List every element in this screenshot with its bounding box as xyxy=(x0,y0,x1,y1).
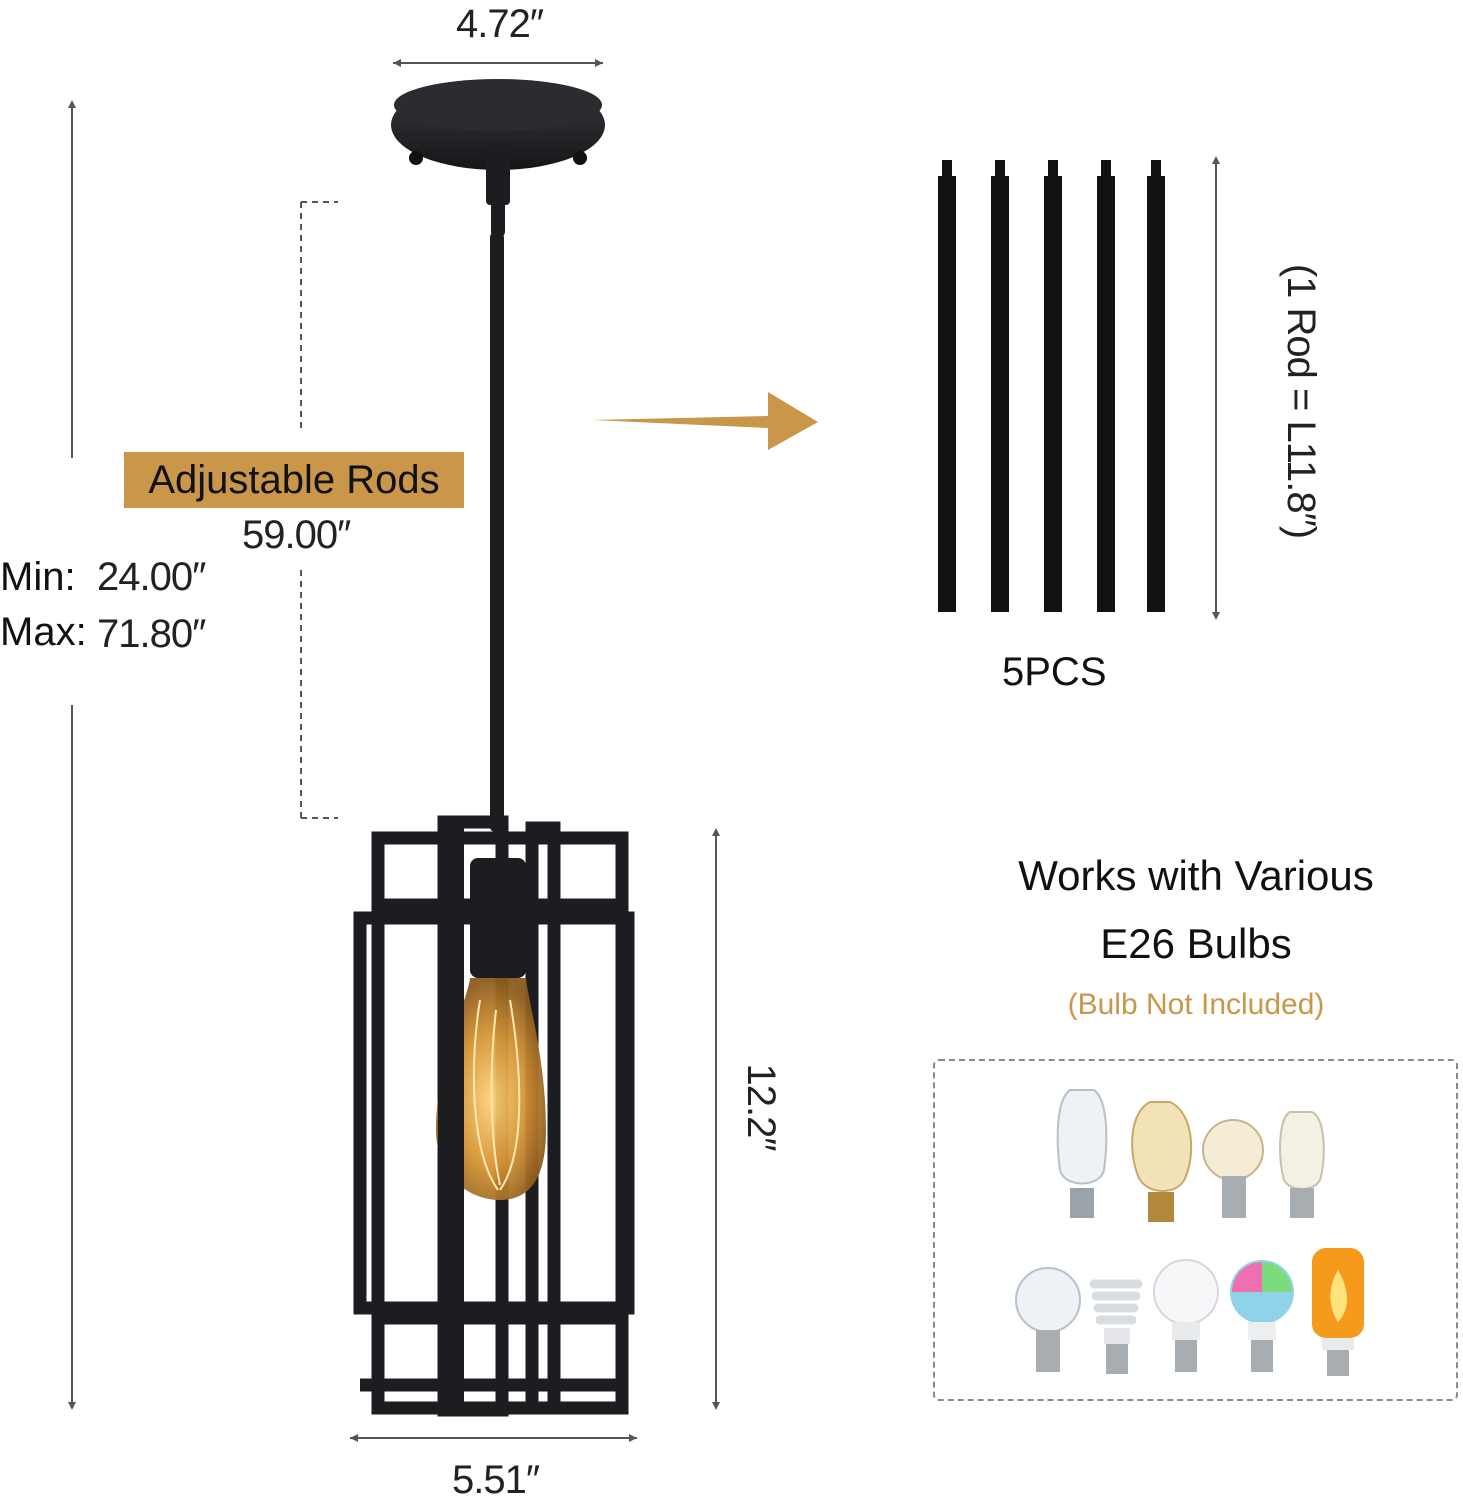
bulb-icon xyxy=(1131,1101,1193,1222)
cage-width-label: 5.51″ xyxy=(452,1458,540,1502)
bulb-icon xyxy=(1153,1259,1219,1372)
rod-count-label: 5PCS xyxy=(1002,650,1107,694)
cage-height-label: 12.2″ xyxy=(739,1063,783,1151)
max-value: 71.80″ xyxy=(97,612,206,656)
cage-height-line xyxy=(712,828,720,1410)
cage-front-bar xyxy=(438,822,464,1410)
bulb-icon xyxy=(1230,1260,1294,1372)
bulb-socket xyxy=(470,858,526,978)
rod-length-line xyxy=(1212,156,1220,620)
bulb-icon xyxy=(1015,1267,1081,1372)
rod-set xyxy=(938,160,1165,612)
max-label: Max: xyxy=(0,610,87,654)
bulb-icon xyxy=(1089,1279,1143,1374)
rod-total-label: 59.00″ xyxy=(242,513,351,557)
bulb-icon xyxy=(1202,1119,1264,1218)
downrod xyxy=(490,232,504,832)
rod-bracket-dashed xyxy=(300,201,338,819)
bulb-examples-box xyxy=(933,1059,1458,1401)
canopy-width-line xyxy=(393,59,603,67)
cage-width-line xyxy=(350,1434,637,1442)
bulb-heading-line2: E26 Bulbs xyxy=(1100,920,1292,967)
bulb-icon xyxy=(1312,1248,1364,1376)
bulb-icon xyxy=(1056,1089,1108,1218)
canopy-width-label: 4.72″ xyxy=(456,2,544,46)
bulb-icon xyxy=(1279,1111,1325,1218)
min-label: Min: xyxy=(0,555,76,599)
total-height-line xyxy=(68,100,76,1410)
arrow-right-icon xyxy=(592,392,818,450)
rod-length-label: (1 Rod = L11.8″) xyxy=(1279,263,1323,539)
adjustable-rods-badge: Adjustable Rods xyxy=(124,452,464,508)
ceiling-canopy xyxy=(391,79,605,236)
bulb-heading-line1: Works with Various xyxy=(1018,852,1374,899)
bulb-note: (Bulb Not Included) xyxy=(1067,988,1325,1021)
min-value: 24.00″ xyxy=(97,555,206,599)
